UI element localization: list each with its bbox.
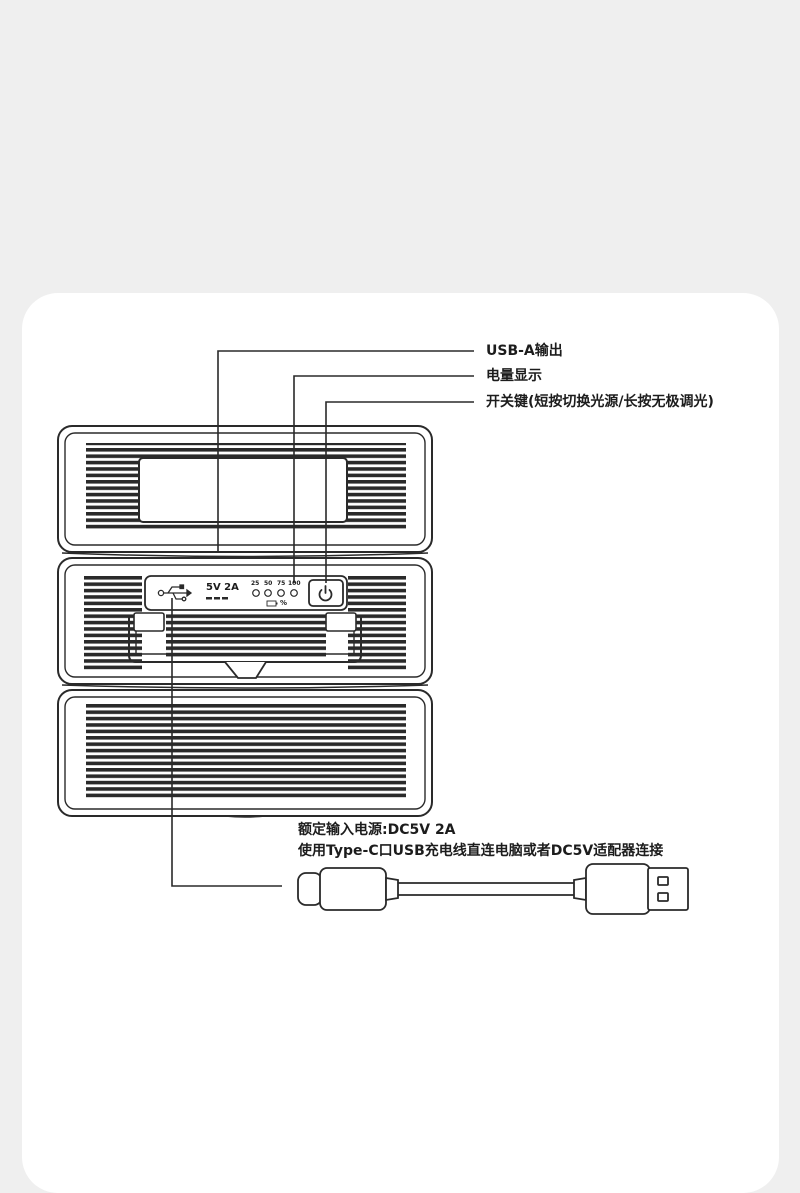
leader-power	[325, 401, 474, 583]
bottom-module	[57, 689, 433, 817]
middle-module	[57, 557, 433, 685]
bottom-grille	[86, 704, 406, 800]
leader-usb-a	[217, 350, 474, 553]
level-50-label: 50	[264, 580, 273, 587]
leader-input	[171, 598, 282, 887]
level-100-label: 100	[288, 580, 301, 587]
input-usage-note: 使用Type-C口USB充电线直连电脑或者DC5V适配器连接	[298, 843, 664, 859]
top-module	[57, 425, 433, 553]
battery-mini-icon	[266, 600, 278, 607]
port-marks	[206, 597, 228, 600]
callout-battery-display: 电量显示	[486, 368, 542, 384]
output-rating-label: 5V 2A	[206, 582, 239, 593]
light-panel	[138, 457, 348, 523]
left-grille	[84, 574, 142, 670]
input-rating-note: 额定输入电源:DC5V 2A	[298, 822, 456, 838]
battery-leds	[252, 589, 298, 597]
leader-battery	[293, 375, 474, 583]
callout-power-key: 开关键(短按切换光源/长按无极调光)	[486, 394, 714, 410]
inner-grille	[166, 614, 326, 658]
right-grille	[348, 574, 406, 670]
level-25-label: 25	[251, 580, 260, 587]
power-icon	[318, 585, 333, 602]
level-75-label: 75	[277, 580, 286, 587]
usb-cable-icon	[297, 863, 689, 915]
leader-lines	[171, 350, 474, 887]
control-panel	[144, 575, 348, 611]
usb-symbol-icon	[157, 584, 193, 602]
percent-label: %	[280, 599, 288, 607]
callout-usb-a-output: USB-A输出	[486, 343, 563, 359]
